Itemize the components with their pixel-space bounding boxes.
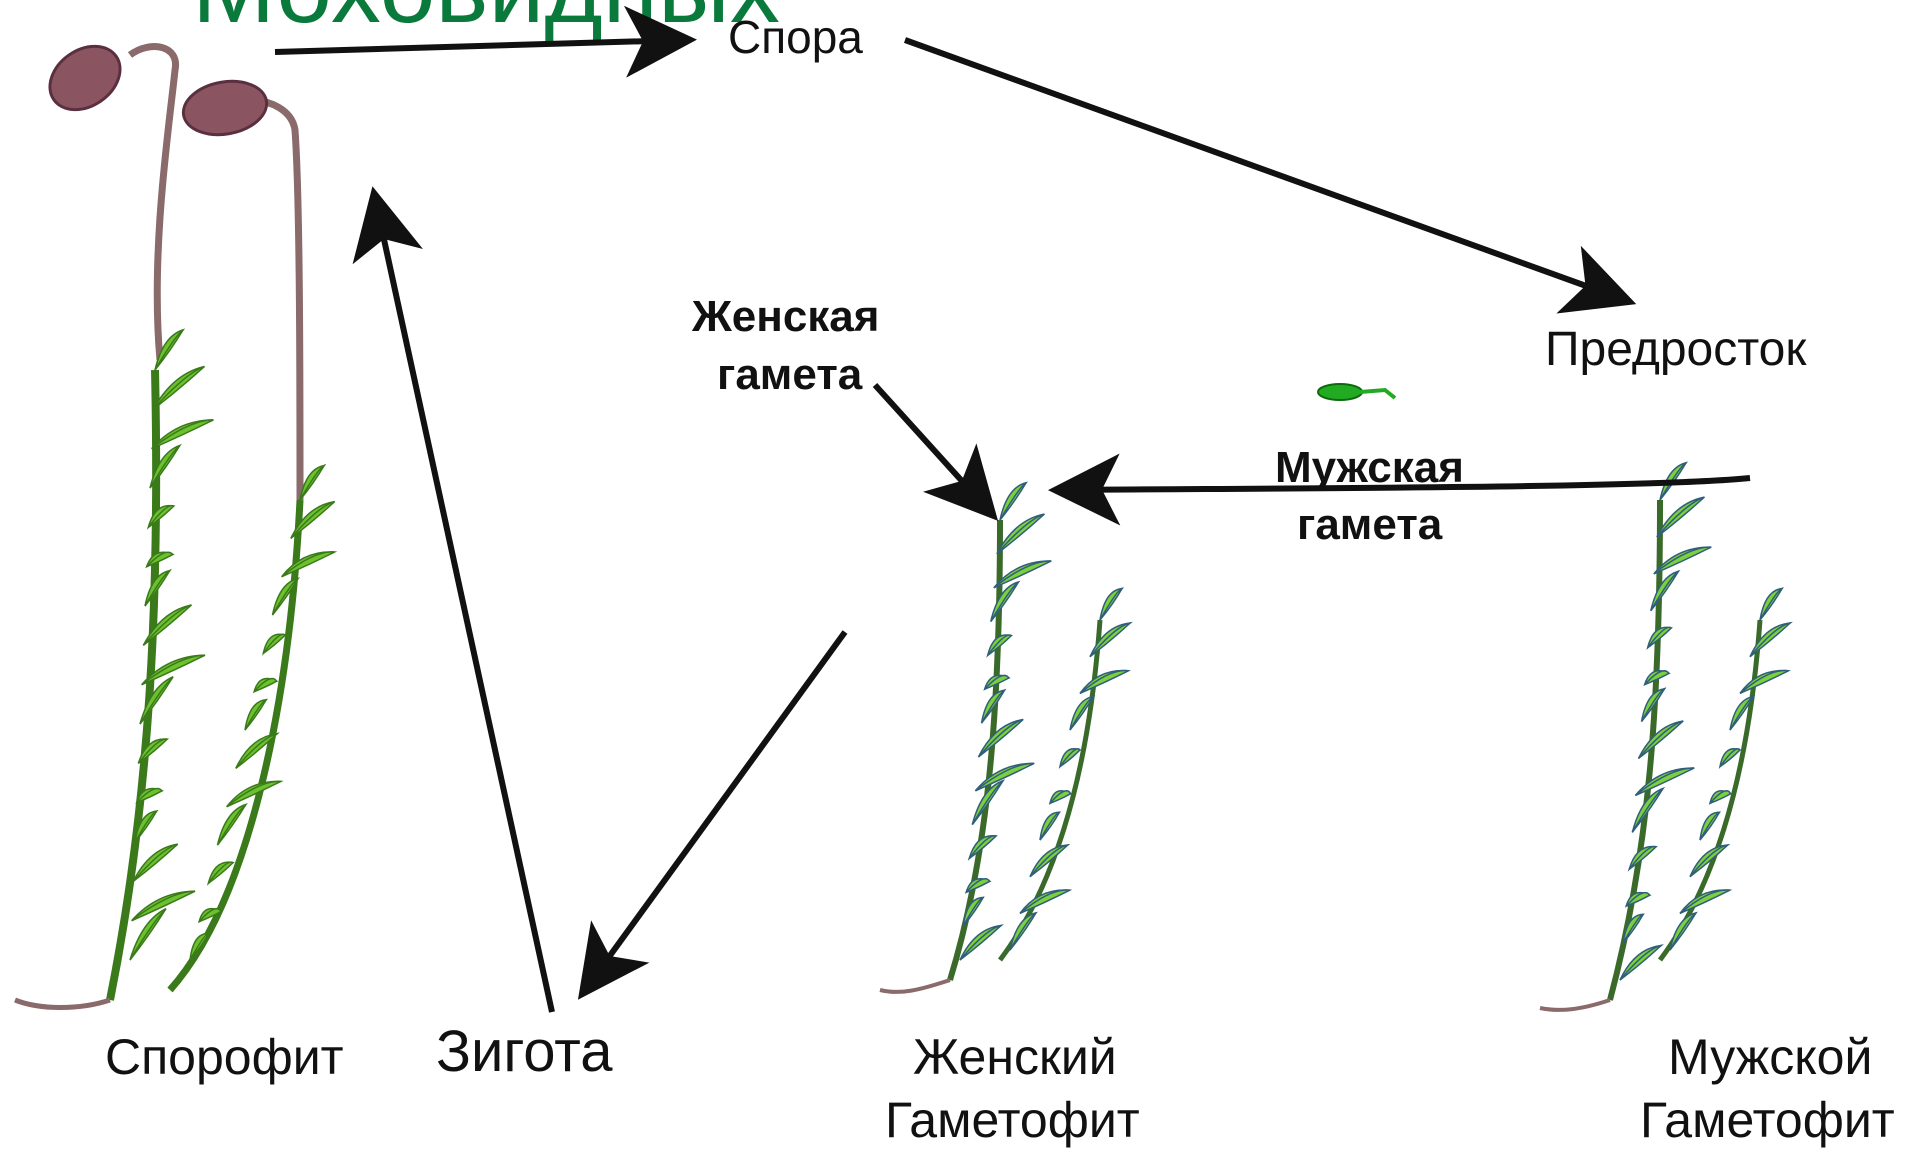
- moss-leaf: [132, 891, 195, 920]
- rhizoid: [1540, 1000, 1610, 1010]
- moss-stem: [1660, 620, 1760, 960]
- moss-leaf: [1638, 721, 1683, 758]
- label-protonema: Предросток: [1545, 322, 1806, 377]
- label-male-gametophyte-line2: Гаметофит: [1640, 1091, 1895, 1149]
- cycle-arrows: [275, 40, 1750, 1012]
- seta-stalk: [130, 47, 176, 360]
- arrow-spore-to-protonema: [905, 40, 1625, 300]
- arrow-zygote-to-sporophyte: [375, 198, 552, 1012]
- moss-leaf: [1620, 945, 1661, 980]
- label-female-gametophyte-line1: Женский: [913, 1028, 1117, 1086]
- moss-leaf: [975, 763, 1034, 790]
- moss-stem: [1000, 620, 1100, 960]
- moss-leaf: [1651, 571, 1679, 611]
- moss-leaf: [152, 420, 214, 449]
- moss-leaf: [300, 466, 324, 500]
- arrow-female-gamete: [875, 385, 990, 512]
- spore-capsule: [38, 33, 132, 122]
- male-gamete-sperm-icon: [1318, 384, 1395, 400]
- label-male-gamete-line1: Мужская: [1275, 443, 1464, 493]
- sporophyte-plant-illustration: [15, 33, 335, 1007]
- label-female-gamete-line2: гамета: [717, 350, 862, 400]
- spore-capsule: [179, 75, 271, 141]
- label-female-gamete-line1: Женская: [692, 292, 879, 342]
- label-male-gametophyte-line1: Мужской: [1668, 1028, 1872, 1086]
- arrow-gametophyte-to-zygote: [585, 632, 845, 990]
- moss-leaves: [130, 330, 335, 960]
- label-female-gametophyte-line2: Гаметофит: [885, 1091, 1140, 1149]
- label-sporophyte: Спорофит: [105, 1028, 344, 1086]
- arrow-sporophyte-to-spore: [275, 40, 685, 52]
- label-zygote: Зигота: [436, 1018, 612, 1085]
- moss-leaves: [960, 483, 1130, 960]
- moss-leaf: [1010, 913, 1036, 950]
- female-gametophyte-plant-illustration: [880, 483, 1130, 992]
- moss-leaf: [1635, 768, 1694, 795]
- moss-leaf: [218, 805, 246, 845]
- moss-leaf: [133, 844, 177, 881]
- moss-stem: [170, 500, 300, 990]
- male-gametophyte-plant-illustration: [1540, 463, 1790, 1010]
- seta-stalk: [250, 100, 300, 500]
- moss-leaf: [978, 719, 1023, 756]
- moss-leaf: [997, 514, 1044, 554]
- moss-leaf: [1670, 913, 1696, 950]
- moss-leaves: [1620, 463, 1790, 980]
- rhizoid: [880, 980, 950, 992]
- rhizoid: [15, 1000, 110, 1008]
- label-male-gamete-line2: гамета: [1297, 500, 1442, 550]
- moss-leaf: [153, 366, 204, 409]
- moss-leaf: [1657, 497, 1704, 537]
- label-spore: Спора: [728, 10, 863, 64]
- moss-leaf: [1000, 483, 1026, 520]
